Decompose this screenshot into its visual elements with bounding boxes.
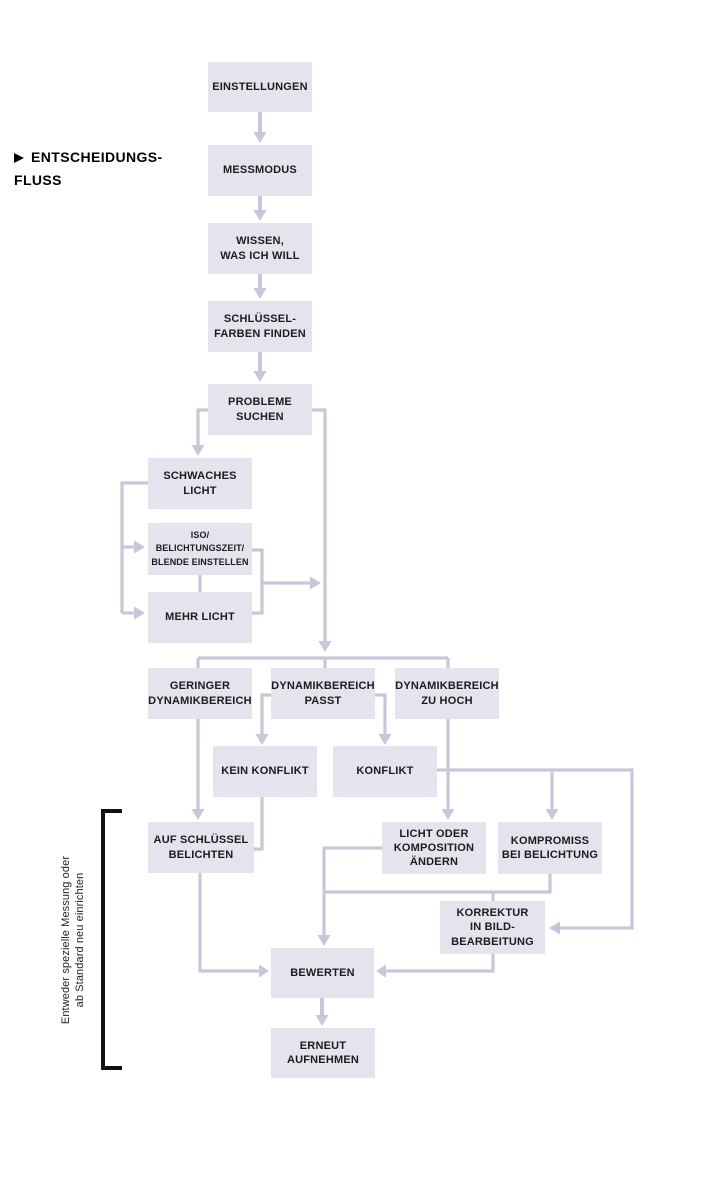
node-konflikt: KONFLIKT — [333, 746, 437, 797]
node-iso-belichtungszeit-blende: ISO/ BELICHTUNGSZEIT/ BLENDE EINSTELLEN — [148, 523, 252, 575]
side-bracket — [101, 809, 122, 1070]
connector-rail-licht-oder — [441, 770, 455, 820]
node-licht-oder-komposition-aendern: LICHT ODER KOMPOSITION ÄNDERN — [382, 822, 486, 874]
connector-konflikt-korrektur — [437, 768, 634, 935]
node-geringer-dynamikbereich: GERINGER DYNAMIKBEREICH — [148, 668, 252, 719]
heading-text-line1: ENTSCHEIDUNGS- — [31, 149, 163, 165]
side-note: Entweder spezielle Messung oder ab Stand… — [59, 790, 89, 1090]
connector-rail-kompromiss — [545, 770, 559, 820]
node-dynamikbereich-zu-hoch: DYNAMIKBEREICH ZU HOCH — [395, 668, 499, 719]
right-arrow-icon — [14, 152, 24, 163]
connector-passt-konflikt — [375, 693, 392, 745]
node-schwaches-licht: SCHWACHES LICHT — [148, 458, 252, 509]
diagram-heading-line1: ENTSCHEIDUNGS- — [14, 146, 163, 169]
connector-auf-schluessel-bewerten — [198, 873, 269, 978]
side-note-line1: Entweder spezielle Messung oder — [60, 855, 72, 1025]
connector-kein-konflikt-auf-schluessel — [254, 797, 264, 851]
heading-text-line2: FLUSS — [14, 172, 62, 188]
connector-probleme-schwaches-licht — [191, 408, 208, 456]
connector-passt-kein-konflikt — [255, 693, 271, 745]
node-kompromiss-bei-belichtung: KOMPROMISS BEI BELICHTUNG — [498, 822, 602, 874]
chain-arrow-einstellungen-messmodus — [253, 112, 267, 143]
node-dynamikbereich-passt: DYNAMIKBEREICH PASST — [271, 668, 375, 719]
connector-schwaches-licht-loop — [120, 481, 148, 620]
node-wissen-was-ich-will: WISSEN, WAS ICH WILL — [208, 223, 312, 274]
connector-bewerten-erneut — [315, 998, 329, 1026]
node-mehr-licht: MEHR LICHT — [148, 592, 252, 643]
chain-arrow-messmodus-wissen — [253, 196, 267, 221]
chain-arrow-wissen-schluesselfarben — [253, 274, 267, 299]
connector-korrektur-bewerten — [376, 954, 495, 978]
connector-iso-mehrlicht-merge — [252, 548, 321, 615]
diagram-heading-line2: FLUSS — [14, 169, 163, 192]
node-messmodus: MESSMODUS — [208, 145, 312, 196]
node-probleme-suchen: PROBLEME SUCHEN — [208, 384, 312, 435]
connector-geringer-auf-schluessel — [191, 719, 205, 820]
side-note-line2: ab Standard neu einrichten — [74, 872, 86, 1008]
node-korrektur-in-bildbearbeitung: KORREKTUR IN BILD- BEARBEITUNG — [440, 901, 545, 954]
connector-kompromiss-branch — [324, 874, 552, 901]
connector-licht-oder-bewerten — [317, 846, 382, 946]
node-erneut-aufnehmen: ERNEUT AUFNEHMEN — [271, 1028, 375, 1078]
node-auf-schluessel-belichten: AUF SCHLÜSSEL BELICHTEN — [148, 822, 254, 873]
diagram-heading: ENTSCHEIDUNGS- FLUSS — [14, 146, 163, 192]
node-schluesselfarben-finden: SCHLÜSSEL- FARBEN FINDEN — [208, 301, 312, 352]
chain-arrow-schluesselfarben-probleme — [253, 352, 267, 382]
node-einstellungen: EINSTELLUNGEN — [208, 62, 312, 112]
node-bewerten: BEWERTEN — [271, 948, 374, 998]
node-kein-konflikt: KEIN KONFLIKT — [213, 746, 317, 797]
